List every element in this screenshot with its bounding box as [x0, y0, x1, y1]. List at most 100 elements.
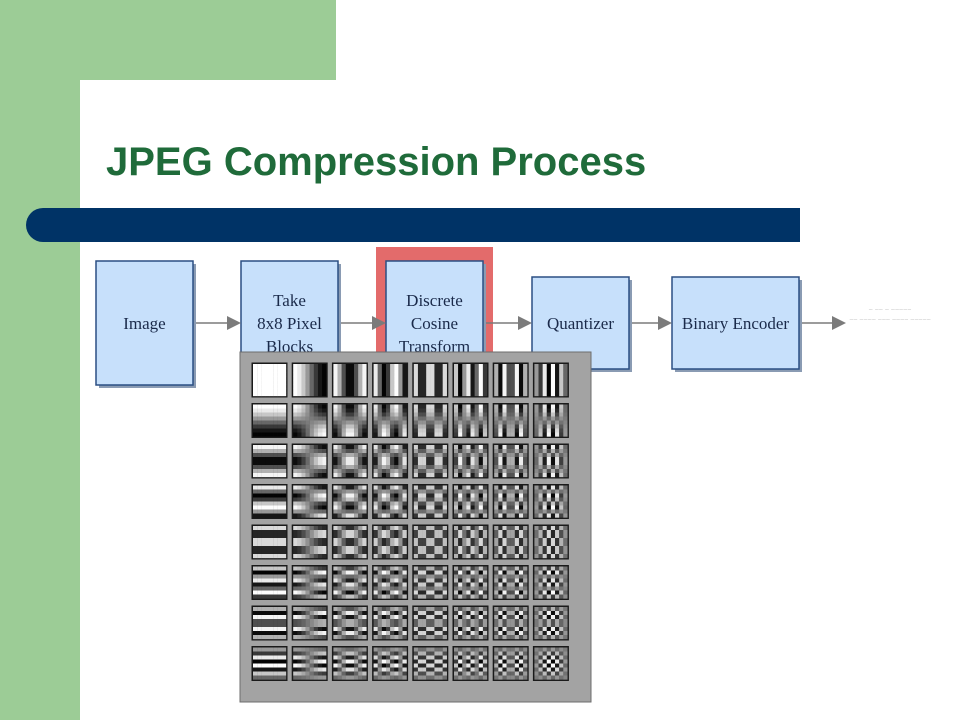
- dct-basis-pixel: [555, 578, 560, 583]
- dct-basis-pixel: [333, 526, 338, 531]
- dct-basis-pixel: [563, 663, 568, 668]
- dct-basis-pixel: [313, 501, 319, 506]
- dct-basis-pixel: [398, 412, 403, 417]
- dct-basis-pixel: [281, 368, 287, 373]
- dct-basis-pixel: [542, 453, 547, 458]
- dct-basis-pixel: [381, 392, 387, 397]
- dct-basis-pixel: [261, 392, 266, 397]
- dct-basis-pixel: [322, 376, 327, 381]
- dct-basis-pixel: [506, 530, 511, 535]
- dct-basis-pixel: [373, 372, 378, 377]
- dct-basis-pixel: [317, 420, 323, 425]
- dct-basis-pixel: [506, 489, 511, 494]
- dct-basis-pixel: [563, 461, 568, 466]
- dct-basis-pixel: [466, 497, 471, 502]
- dct-basis-pixel: [322, 445, 327, 450]
- dct-basis-pixel: [297, 631, 302, 636]
- dct-basis-pixel: [510, 615, 515, 620]
- dct-basis-pixel: [474, 404, 479, 409]
- dct-basis-pixel: [390, 635, 395, 640]
- dct-basis-pixel: [377, 578, 383, 583]
- dct-basis-pixel: [538, 372, 543, 377]
- dct-basis-pixel: [341, 408, 346, 413]
- dct-basis-pixel: [546, 384, 552, 389]
- dct-basis-pixel: [349, 607, 355, 612]
- dct-basis-pixel: [555, 542, 560, 547]
- dct-basis-pixel: [498, 493, 503, 498]
- dct-basis-pixel: [349, 445, 355, 450]
- dct-basis-cell: [412, 403, 449, 438]
- dct-basis-pixel: [277, 667, 283, 672]
- dct-basis-pixel: [265, 631, 270, 636]
- dct-basis-pixel: [297, 623, 302, 628]
- dct-basis-pixel: [398, 432, 403, 437]
- dct-basis-pixel: [498, 501, 503, 506]
- dct-basis-cell: [251, 403, 288, 438]
- dct-basis-pixel: [458, 631, 463, 636]
- dct-basis-pixel: [337, 465, 342, 470]
- dct-basis-pixel: [430, 453, 435, 458]
- dct-basis-pixel: [341, 372, 346, 377]
- dct-basis-pixel: [438, 647, 443, 652]
- dct-basis-cell: [532, 605, 569, 641]
- dct-basis-pixel: [550, 582, 556, 587]
- dct-basis-pixel: [542, 675, 547, 680]
- dct-basis-pixel: [281, 404, 287, 409]
- slide-title: JPEG Compression Process: [106, 140, 647, 184]
- dct-basis-pixel: [494, 538, 499, 543]
- dct-basis-cell: [532, 484, 569, 519]
- dct-basis-pixel: [277, 574, 283, 579]
- dct-basis-pixel: [426, 432, 431, 437]
- dct-basis-pixel: [434, 412, 439, 417]
- dct-basis-pixel: [345, 392, 351, 397]
- dct-basis-pixel: [273, 550, 278, 555]
- dct-basis-pixel: [309, 590, 314, 595]
- dct-basis-pixel: [377, 651, 383, 656]
- dct-basis-pixel: [518, 663, 524, 668]
- dct-basis-pixel: [494, 574, 499, 579]
- dct-basis-pixel: [293, 647, 298, 652]
- dct-basis-pixel: [523, 667, 528, 672]
- dct-basis-pixel: [362, 631, 367, 636]
- dct-basis-pixel: [482, 372, 488, 377]
- dct-basis-pixel: [510, 376, 515, 381]
- dct-basis-pixel: [442, 493, 447, 498]
- dct-basis-cell: [251, 565, 288, 600]
- dct-basis-pixel: [502, 505, 507, 510]
- dct-basis-pixel: [514, 671, 520, 676]
- dct-basis-pixel: [293, 465, 298, 470]
- dct-basis-pixel: [482, 623, 488, 628]
- dct-basis-pixel: [478, 416, 484, 421]
- dct-basis-pixel: [518, 453, 524, 458]
- dct-basis-pixel: [301, 542, 306, 547]
- dct-basis-pixel: [281, 530, 287, 535]
- dct-basis-pixel: [358, 449, 363, 454]
- dct-basis-pixel: [273, 392, 278, 397]
- dct-basis-pixel: [313, 659, 319, 664]
- dct-basis-pixel: [265, 457, 270, 462]
- dct-basis-pixel: [277, 651, 283, 656]
- dct-basis-pixel: [417, 453, 423, 458]
- dct-basis-pixel: [482, 570, 488, 575]
- dct-basis-pixel: [305, 509, 310, 514]
- dct-basis-pixel: [510, 635, 515, 640]
- dct-basis-pixel: [474, 384, 479, 389]
- dct-basis-pixel: [482, 546, 488, 551]
- dct-basis-pixel: [390, 424, 395, 429]
- arrow-head: [372, 316, 386, 330]
- dct-basis-pixel: [426, 416, 431, 421]
- dct-basis-pixel: [273, 445, 278, 450]
- dct-basis-pixel: [482, 408, 488, 413]
- dct-basis-pixel: [422, 364, 427, 369]
- dct-basis-pixel: [478, 457, 484, 462]
- dct-basis-pixel: [563, 594, 568, 599]
- dct-basis-pixel: [341, 469, 346, 474]
- dct-basis-pixel: [563, 623, 568, 628]
- dct-basis-pixel: [555, 368, 560, 373]
- dct-basis-pixel: [354, 501, 359, 506]
- dct-basis-pixel: [390, 469, 395, 474]
- dct-basis-pixel: [494, 566, 499, 571]
- dct-basis-pixel: [426, 497, 431, 502]
- dct-basis-pixel: [474, 453, 479, 458]
- dct-basis-pixel: [333, 380, 338, 385]
